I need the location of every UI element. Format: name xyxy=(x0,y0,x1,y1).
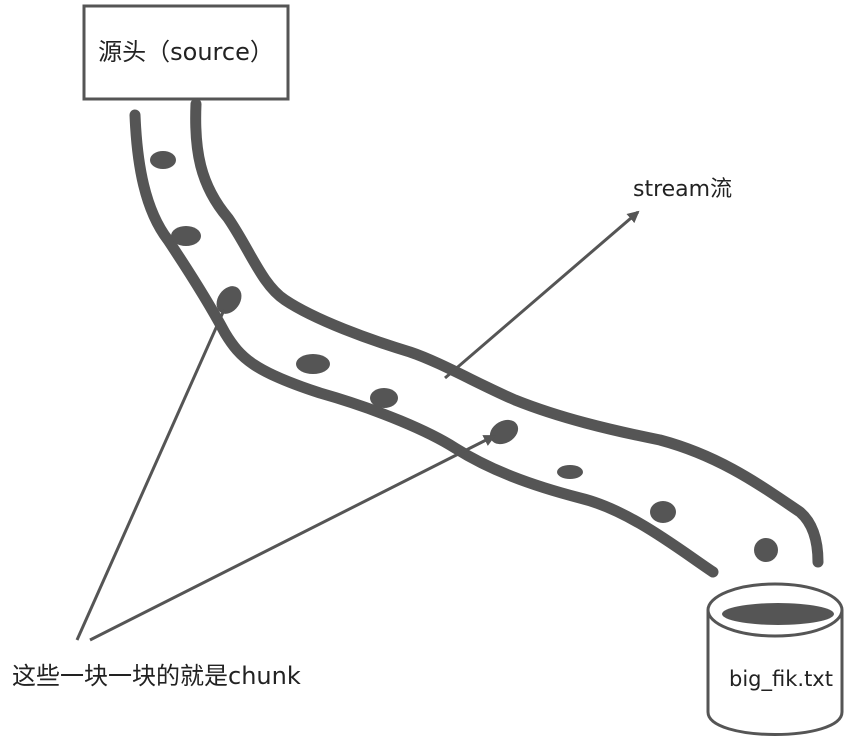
pipe-wall-left xyxy=(129,109,719,578)
chunk-label: 这些一块一块的就是chunk xyxy=(12,662,301,690)
chunk-arrow-lower xyxy=(89,434,496,642)
pipe-wall-right xyxy=(190,98,824,568)
file-node: big_fik.txt xyxy=(706,582,844,736)
source-node: 源头（source） xyxy=(82,4,290,101)
file-label: big_fik.txt xyxy=(729,667,833,692)
chunks xyxy=(150,151,778,562)
stream-annotation: stream流 xyxy=(444,177,732,380)
chunk xyxy=(370,388,398,408)
chunk xyxy=(216,286,242,314)
file-contents-chunk xyxy=(722,603,834,625)
chunk xyxy=(150,151,176,169)
chunk xyxy=(171,226,201,246)
chunk xyxy=(557,465,583,479)
chunk-annotation: 这些一块一块的就是chunk xyxy=(12,309,496,690)
chunk-arrow-upper xyxy=(75,309,226,641)
stream-arrow xyxy=(444,210,640,380)
chunk xyxy=(754,538,778,562)
chunk xyxy=(296,354,330,374)
chunk xyxy=(489,419,519,445)
file-cylinder-body xyxy=(706,610,844,736)
stream-label: stream流 xyxy=(633,177,732,202)
source-label: 源头（source） xyxy=(98,38,274,66)
stream-pipe xyxy=(129,98,824,578)
chunk xyxy=(650,501,676,523)
source-box xyxy=(82,4,290,101)
